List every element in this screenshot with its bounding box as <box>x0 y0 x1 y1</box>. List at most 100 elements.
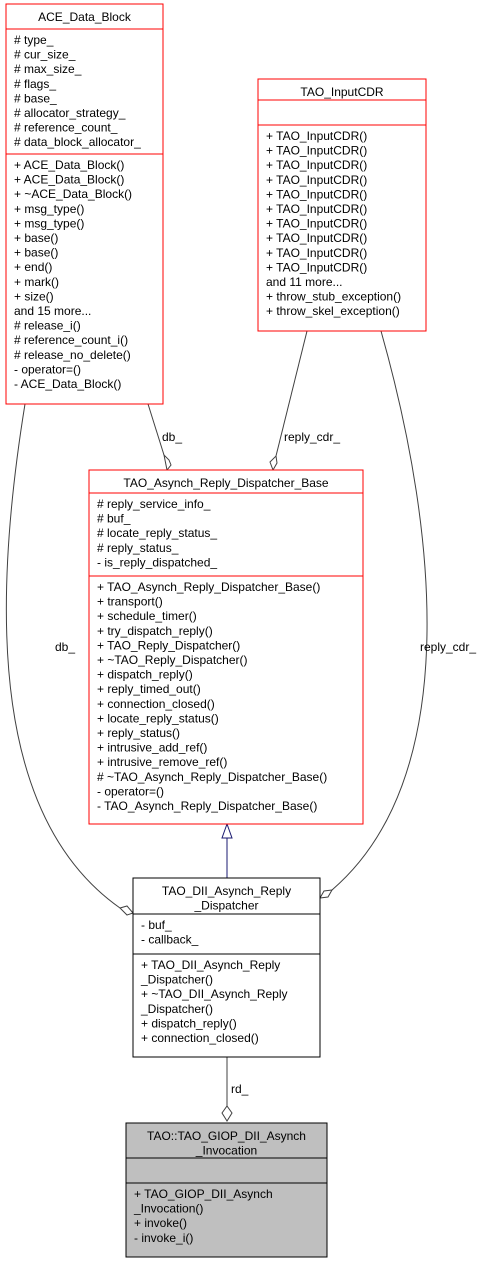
class-attribute: - buf_ <box>141 918 172 932</box>
class-method: + TAO_InputCDR() <box>266 187 367 201</box>
class-name: ACE_Data_Block <box>38 10 132 24</box>
class-method: + size() <box>14 289 54 303</box>
class-method: - TAO_Asynch_Reply_Dispatcher_Base() <box>97 799 317 813</box>
class-name: TAO::TAO_GIOP_DII_Asynch <box>147 1129 306 1143</box>
class-boxes: ACE_Data_Block # type_# cur_size_# max_si… <box>5 3 427 1258</box>
class-method: # ~TAO_Asynch_Reply_Dispatcher_Base() <box>97 770 327 784</box>
class-method: + TAO_DII_Asynch_Reply <box>141 958 280 972</box>
class-method: - operator=() <box>14 362 81 376</box>
edge-cdr-to-base <box>275 330 308 457</box>
class-method: + end() <box>14 260 52 274</box>
class-attribute: # cur_size_ <box>14 48 76 62</box>
class-method: + invoke() <box>134 1216 187 1230</box>
class-method: + mark() <box>14 275 59 289</box>
class-method: + TAO_InputCDR() <box>266 173 367 187</box>
class-attribute: - is_reply_dispatched_ <box>97 555 217 569</box>
class-method: # reference_count_i() <box>14 333 128 347</box>
edges: db_ reply_cdr_ db_ reply_cdr_ rd_ <box>5 330 476 1122</box>
class-method: + base() <box>14 231 58 245</box>
class-box-ace-data-block: ACE_Data_Block # type_# cur_size_# max_si… <box>5 3 164 405</box>
class-method: _Dispatcher() <box>140 1002 213 1016</box>
aggregation-diamond-rd <box>221 1105 233 1122</box>
class-method: - operator=() <box>97 784 164 798</box>
class-attribute: # data_block_allocator_ <box>14 135 141 149</box>
aggregation-diamond-cdr-dii <box>319 889 333 899</box>
class-method: + locate_reply_status() <box>97 711 219 725</box>
class-name: TAO_InputCDR <box>300 85 383 99</box>
edge-cdr-to-dii <box>331 330 428 891</box>
class-method: + TAO_InputCDR() <box>266 231 367 245</box>
class-attribute: # reply_service_info_ <box>97 497 211 511</box>
class-method: + msg_type() <box>14 216 84 230</box>
aggregation-diamond-cdr-base <box>269 454 278 472</box>
class-attribute: # type_ <box>14 33 54 47</box>
class-method: + TAO_InputCDR() <box>266 260 367 274</box>
class-box-tao-input-cdr: TAO_InputCDR+ TAO_InputCDR()+ TAO_InputC… <box>257 78 427 332</box>
class-attribute: # locate_reply_status_ <box>97 526 217 540</box>
class-method: + reply_status() <box>97 726 180 740</box>
class-method: - invoke_i() <box>134 1231 193 1245</box>
class-box-tao-dii-asynch-reply-dispatcher: TAO_DII_Asynch_Reply_Dispatcher - buf_- c… <box>132 877 321 1058</box>
class-attribute: # reply_status_ <box>97 541 179 555</box>
class-name: TAO_Asynch_Reply_Dispatcher_Base <box>123 476 329 490</box>
edge-label-db-dii: db_ <box>55 640 75 654</box>
class-method: + connection_closed() <box>97 697 215 711</box>
class-method: + throw_skel_exception() <box>266 304 400 318</box>
class-method: + TAO_InputCDR() <box>266 246 367 260</box>
class-method: + TAO_InputCDR() <box>266 158 367 172</box>
class-method: + ~TAO_Reply_Dispatcher() <box>97 653 248 667</box>
class-method: + dispatch_reply() <box>141 1016 237 1030</box>
class-method: + ACE_Data_Block() <box>14 158 124 172</box>
class-method: + reply_timed_out() <box>97 682 201 696</box>
class-method: + TAO_GIOP_DII_Asynch <box>134 1187 273 1201</box>
class-method: and 15 more... <box>14 304 91 318</box>
class-method: and 11 more... <box>266 275 343 289</box>
class-method: + try_dispatch_reply() <box>97 624 213 638</box>
class-method: + ~ACE_Data_Block() <box>14 187 132 201</box>
class-attribute: # flags_ <box>14 77 56 91</box>
class-box-frame <box>88 469 364 825</box>
class-method: + base() <box>14 246 58 260</box>
class-method: + dispatch_reply() <box>97 668 193 682</box>
class-method: + TAO_Reply_Dispatcher() <box>97 638 240 652</box>
class-attribute: - callback_ <box>141 933 199 947</box>
class-box-frame <box>132 877 321 1058</box>
class-attribute: # max_size_ <box>14 62 82 76</box>
edge-label-cdr-dii: reply_cdr_ <box>420 640 476 654</box>
class-box-tao-giop-dii-asynch-invocation: TAO::TAO_GIOP_DII_Asynch_Invocation+ TAO… <box>125 1122 328 1258</box>
class-method: _Dispatcher() <box>140 973 213 987</box>
class-attribute: # buf_ <box>97 512 131 526</box>
class-method: + transport() <box>97 595 163 609</box>
class-attribute: # allocator_strategy_ <box>14 106 126 120</box>
class-name: _Dispatcher <box>193 899 258 913</box>
class-attribute: # base_ <box>14 91 57 105</box>
edge-label-cdr-base: reply_cdr_ <box>284 430 340 444</box>
class-method: + TAO_InputCDR() <box>266 202 367 216</box>
class-method: + schedule_timer() <box>97 609 197 623</box>
class-method: + throw_stub_exception() <box>266 290 401 304</box>
edge-label-rd: rd_ <box>231 1082 249 1096</box>
class-method: + intrusive_remove_ref() <box>97 755 227 769</box>
edge-db-to-base <box>147 403 165 456</box>
class-method: + connection_closed() <box>141 1031 259 1045</box>
class-method: + TAO_InputCDR() <box>266 217 367 231</box>
class-method: + TAO_InputCDR() <box>266 129 367 143</box>
class-method: + ~TAO_DII_Asynch_Reply <box>141 987 288 1001</box>
class-method: + msg_type() <box>14 202 84 216</box>
class-method: + TAO_Asynch_Reply_Dispatcher_Base() <box>97 580 320 594</box>
class-box-tao-asynch-reply-dispatcher-base: TAO_Asynch_Reply_Dispatcher_Base # reply_… <box>88 469 364 825</box>
class-box-frame <box>125 1122 328 1258</box>
class-method: + TAO_InputCDR() <box>266 144 367 158</box>
class-name: TAO_DII_Asynch_Reply <box>162 884 291 898</box>
generalization-arrowhead <box>221 822 233 839</box>
class-method: _Invocation() <box>133 1202 203 1216</box>
class-method: - ACE_Data_Block() <box>14 377 121 391</box>
class-box-frame <box>257 78 427 332</box>
class-method: # release_no_delete() <box>14 348 131 362</box>
class-method: + intrusive_add_ref() <box>97 741 207 755</box>
edge-label-db-base: db_ <box>162 430 182 444</box>
edge-db-to-dii <box>5 403 121 909</box>
class-attribute: # reference_count_ <box>14 121 118 135</box>
class-method: # release_i() <box>14 319 81 333</box>
